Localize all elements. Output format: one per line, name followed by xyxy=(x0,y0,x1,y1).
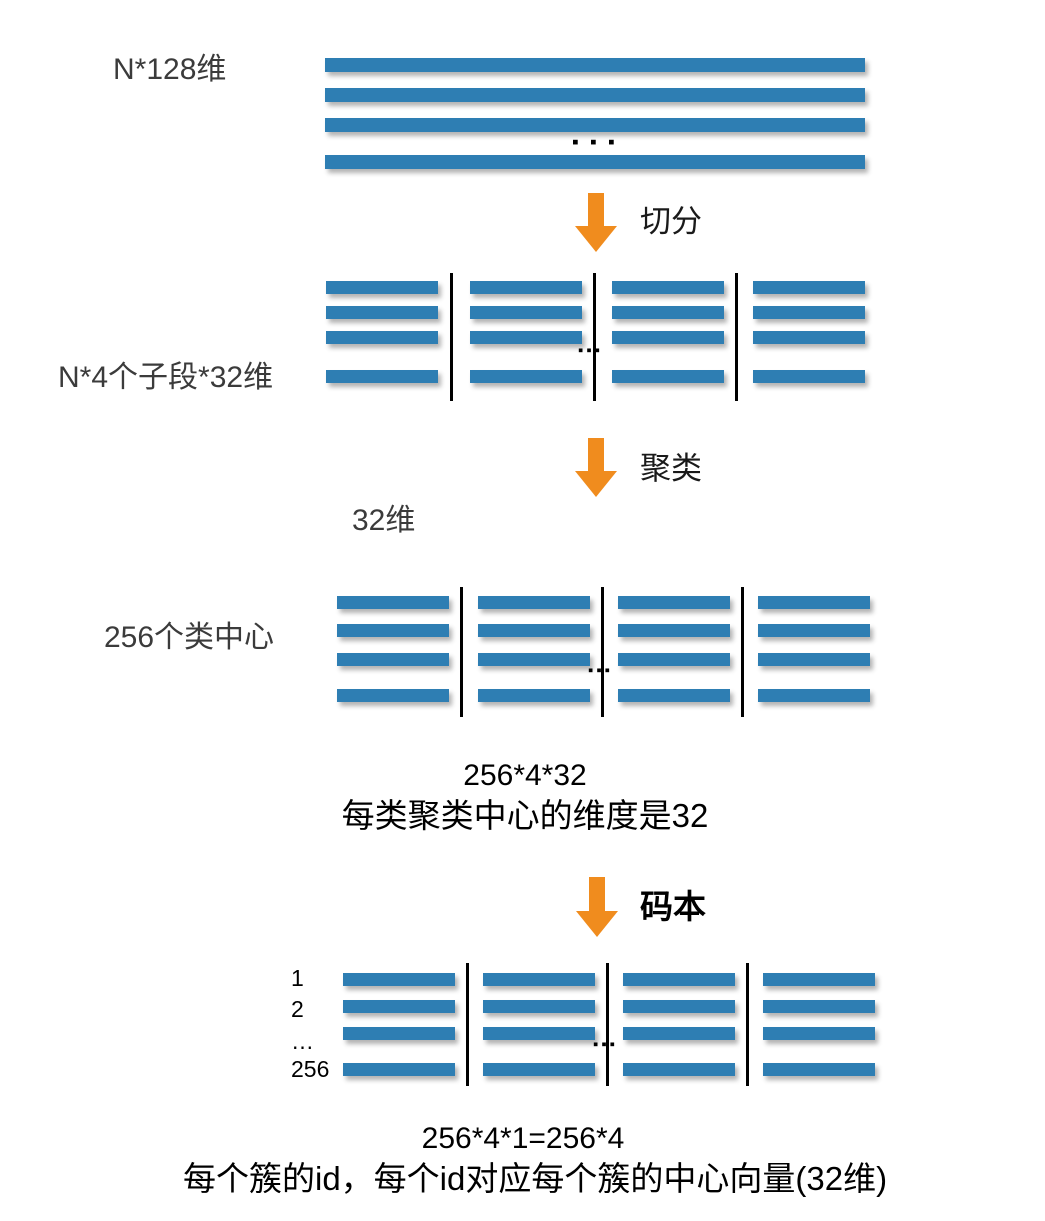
stage4-divider xyxy=(606,963,609,1086)
stage4-caption-line1: 256*4*1=256*4 xyxy=(421,1122,625,1155)
stage3-bar xyxy=(618,624,730,637)
stage3-ellipsis: ▪▪▪ xyxy=(588,662,613,679)
stage4-bar xyxy=(763,1063,875,1076)
stage4-bar xyxy=(763,1027,875,1040)
stage2-bar xyxy=(470,370,582,383)
stage3-bar xyxy=(618,689,730,702)
stage2-divider xyxy=(735,273,738,401)
stage2-bar xyxy=(612,370,724,383)
stage1-ellipsis: ▪ ▪ ▪ xyxy=(572,132,618,153)
stage3-caption: 256*4*32 每类聚类中心的维度是32 xyxy=(245,757,805,838)
stage2-bar xyxy=(612,306,724,319)
stage4-bar xyxy=(343,1027,455,1040)
stage3-bar xyxy=(758,653,870,666)
stage4-bar xyxy=(483,973,595,986)
stage4-row-index: 2 xyxy=(291,996,304,1022)
stage2-bar xyxy=(326,370,438,383)
stage4-bar xyxy=(763,1000,875,1013)
stage2-bar xyxy=(753,370,865,383)
stage4-bar xyxy=(483,1063,595,1076)
arrow-split-icon xyxy=(575,193,617,252)
stage3-bar xyxy=(758,689,870,702)
stage3-bar xyxy=(618,653,730,666)
stage3-divider xyxy=(741,587,744,717)
stage4-bar xyxy=(343,1063,455,1076)
stage2-bar xyxy=(470,331,582,344)
stage3-bar xyxy=(478,624,590,637)
stage4-bar xyxy=(343,1000,455,1013)
stage4-bar xyxy=(763,973,875,986)
stage4-row-index: 256 xyxy=(291,1056,330,1082)
stage3-bar xyxy=(478,653,590,666)
stage3-bar xyxy=(337,653,449,666)
stage4-caption: 256*4*1=256*4 每个簇的id，每个id对应每个簇的中心向量(32维) xyxy=(183,1120,888,1201)
stage2-bar xyxy=(326,281,438,294)
stage3-divider xyxy=(460,587,463,717)
arrow-codebook-icon xyxy=(576,877,618,937)
stage2-label: N*4个子段*32维 xyxy=(58,361,274,394)
stage4-bar xyxy=(343,973,455,986)
stage2-divider xyxy=(593,273,596,401)
stage1-bar xyxy=(325,155,865,169)
stage2-bar xyxy=(753,281,865,294)
stage3-top-label: 32维 xyxy=(352,504,416,537)
stage2-divider xyxy=(450,273,453,401)
stage2-bar xyxy=(326,306,438,319)
stage3-caption-line2: 每类聚类中心的维度是32 xyxy=(341,797,709,835)
stage4-divider xyxy=(746,963,749,1086)
arrow-codebook-label: 码本 xyxy=(640,888,706,925)
stage3-bar xyxy=(337,596,449,609)
stage3-divider xyxy=(601,587,604,717)
stage1-bar xyxy=(325,88,865,102)
stage4-bar xyxy=(623,1000,735,1013)
stage3-side-label: 256个类中心 xyxy=(104,621,275,654)
stage4-bar xyxy=(483,1027,595,1040)
arrow-split-label: 切分 xyxy=(640,204,702,239)
stage3-bar xyxy=(478,689,590,702)
stage4-caption-line2: 每个簇的id，每个id对应每个簇的中心向量(32维) xyxy=(183,1160,888,1198)
stage2-ellipsis: ▪▪▪ xyxy=(578,342,603,359)
stage1-label: N*128维 xyxy=(113,53,227,86)
stage3-caption-line1: 256*4*32 xyxy=(463,759,587,792)
stage4-bar xyxy=(623,1027,735,1040)
arrow-cluster-icon xyxy=(575,438,617,497)
stage2-bar xyxy=(470,306,582,319)
arrow-cluster-label: 聚类 xyxy=(640,451,702,486)
stage2-bar xyxy=(753,306,865,319)
stage3-bar xyxy=(337,624,449,637)
stage1-bar xyxy=(325,118,865,132)
stage4-row-index: … xyxy=(291,1028,314,1054)
stage2-bar xyxy=(753,331,865,344)
stage3-bar xyxy=(337,689,449,702)
stage4-row-index: 1 xyxy=(291,965,304,991)
stage2-bar xyxy=(470,281,582,294)
stage4-bar xyxy=(623,973,735,986)
stage4-bar xyxy=(623,1063,735,1076)
stage3-bar xyxy=(758,624,870,637)
stage3-bar xyxy=(758,596,870,609)
stage2-bar xyxy=(612,331,724,344)
stage2-bar xyxy=(326,331,438,344)
stage2-bar xyxy=(612,281,724,294)
stage4-bar xyxy=(483,1000,595,1013)
stage1-bar xyxy=(325,58,865,72)
stage3-bar xyxy=(478,596,590,609)
stage4-divider xyxy=(466,963,469,1086)
stage4-ellipsis: ▪▪▪ xyxy=(593,1036,618,1053)
stage3-bar xyxy=(618,596,730,609)
